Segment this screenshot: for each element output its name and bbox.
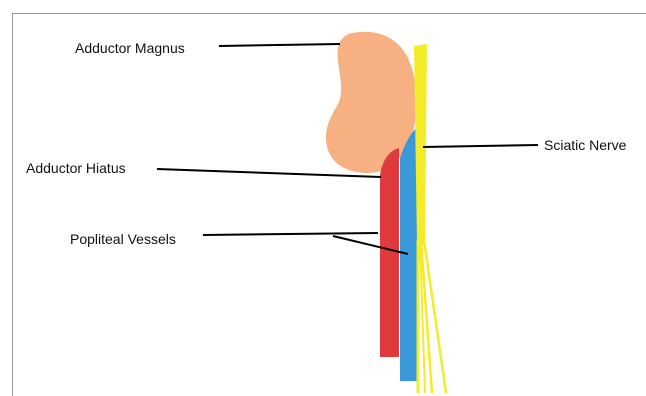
label-adductor-magnus: Adductor Magnus (75, 40, 185, 56)
label-sciatic-nerve: Sciatic Nerve (544, 137, 626, 153)
leader-line-sciatic-nerve (423, 145, 538, 147)
leader-line-popliteal-vessels (203, 233, 378, 235)
popliteal-artery (380, 148, 399, 357)
leader-line-adductor-hiatus (157, 169, 381, 177)
popliteal-vein (400, 127, 418, 381)
label-adductor-hiatus: Adductor Hiatus (26, 160, 126, 176)
label-popliteal-vessels: Popliteal Vessels (70, 231, 176, 247)
leader-line-adductor-magnus (219, 44, 340, 46)
